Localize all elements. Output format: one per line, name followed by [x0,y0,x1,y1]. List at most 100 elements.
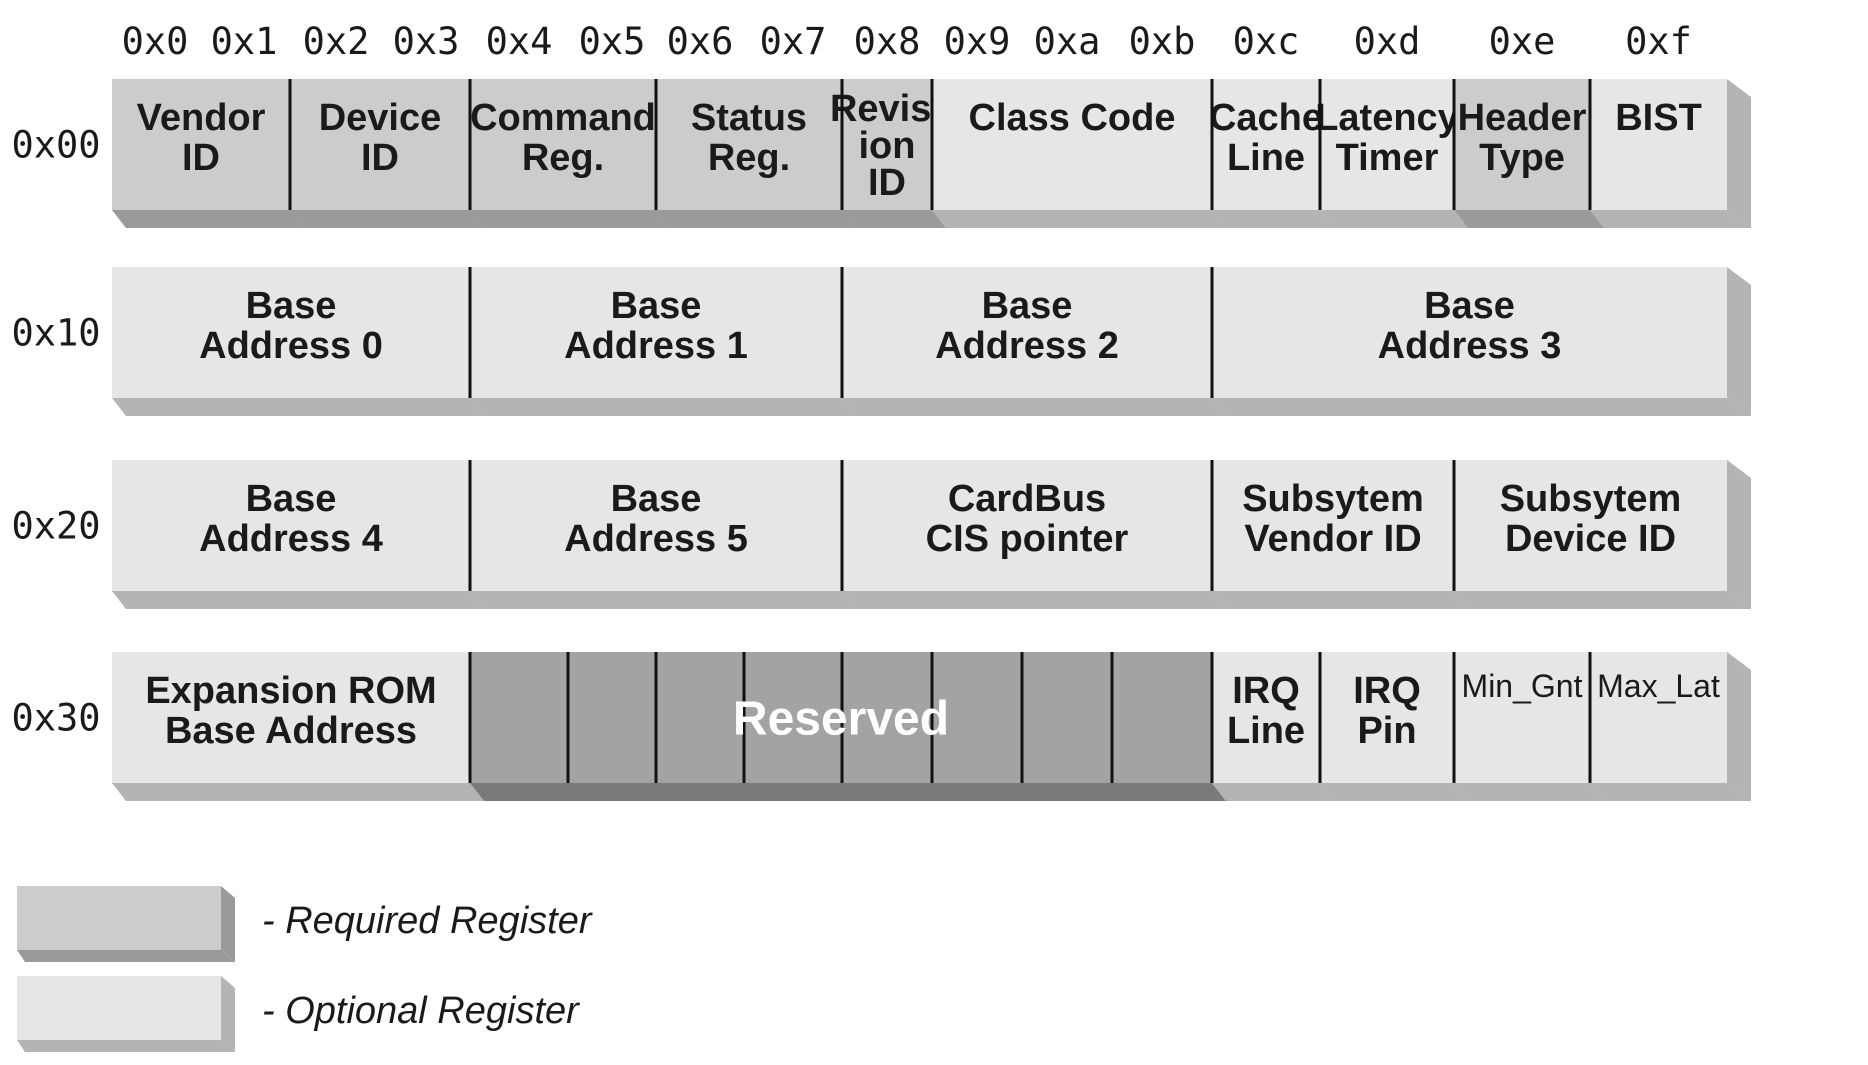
register-label-line: Timer [1336,137,1439,179]
register-cell-face [1454,652,1590,783]
register-label-line: Pin [1357,710,1416,752]
row-edge-shadow [1727,267,1751,416]
register-label-line: IRQ [1232,670,1300,712]
cell-shadow [112,591,484,609]
register-cell-face [112,79,290,210]
row-offset-label: 0x00 [11,124,100,167]
cell-shadow [112,398,484,416]
column-header-0x0: 0x0 [122,20,189,63]
register-label-line: CIS pointer [926,518,1129,560]
row-edge-shadow [1727,460,1751,609]
register-label-line: CardBus [948,478,1106,520]
register-label-line: Reg. [522,137,604,179]
column-header-0x7: 0x7 [760,20,827,63]
cell-shadow [1590,210,1751,228]
cell-shadow [842,398,1226,416]
cell-shadow [1590,783,1751,801]
register-cell-face [290,79,470,210]
register-label-line: ID [868,162,906,204]
cell-shadow [470,210,670,228]
register-label-line: Class Code [969,97,1176,139]
register-reserved: Reserved [470,652,1212,783]
legend-swatch [17,976,221,1040]
register-label-line: Revis- [830,88,944,130]
register-cell-face [1212,79,1320,210]
register-label-line: Address 2 [935,325,1119,367]
row-0x00: 0x00VendorIDDeviceIDCommandReg.StatusReg… [11,79,1751,228]
register-cell-face [932,79,1212,210]
cell-shadow [1454,783,1604,801]
register-cell-face [1590,79,1727,210]
register-label-line: Device ID [1505,518,1676,560]
column-header-0x1: 0x1 [211,20,278,63]
register-cell-face [112,267,470,398]
legend-swatch-edge [221,976,235,1052]
register-label-line: Address 4 [199,518,383,560]
register-label-line: Address 5 [564,518,748,560]
cell-shadow [470,398,856,416]
row-offset-label: 0x20 [11,505,100,548]
column-header-0x5: 0x5 [579,20,646,63]
register-label-line: Base [611,478,702,520]
register-label-line: Vendor [137,97,266,139]
register-class-code: Class Code [932,79,1212,210]
register-label-line: Base [1424,285,1515,327]
column-header-0xd: 0xd [1354,20,1421,63]
register-label-line: ID [182,137,220,179]
register-label-line: IRQ [1353,670,1421,712]
register-cell-face [470,267,842,398]
column-header-0xa: 0xa [1034,20,1101,63]
cell-shadow [842,210,946,228]
register-label-line: Address 0 [199,325,383,367]
legend-item-optional: - Optional Register [17,976,580,1052]
cell-shadow [112,210,304,228]
cell-shadow [1212,210,1334,228]
column-header-0x2: 0x2 [303,20,370,63]
register-cell-face [1212,267,1727,398]
register-label-line: Address 1 [564,325,748,367]
cell-shadow [290,210,484,228]
register-min-gnt: Min_Gnt [1454,652,1590,783]
register-label-line: Line [1227,710,1305,752]
cell-shadow [932,210,1226,228]
legend-swatch-shadow [17,950,235,962]
legend-swatch [17,886,221,950]
column-header-0x8: 0x8 [854,20,921,63]
row-offset-label: 0x30 [11,697,100,740]
register-label-line: Expansion ROM [145,670,436,712]
row-offset-label: 0x10 [11,312,100,355]
row-edge-shadow [1727,652,1751,801]
column-header-0xb: 0xb [1129,20,1196,63]
register-label-line: Subsytem [1500,478,1682,520]
legend-swatch-shadow [17,1040,235,1052]
cell-shadow [470,783,1226,801]
column-header-0x9: 0x9 [944,20,1011,63]
register-label-line: Command [470,97,656,139]
register-cell-face [1320,652,1454,783]
register-cell-face [1454,79,1590,210]
cell-shadow [1320,210,1468,228]
register-cell-face [1212,460,1454,591]
register-label-line: Device [319,97,442,139]
register-label-line: ion [859,125,916,167]
register-label-line: Min_Gnt [1462,668,1583,704]
legend-label: - Optional Register [262,990,580,1032]
register-label-line: Latency [1315,97,1459,139]
